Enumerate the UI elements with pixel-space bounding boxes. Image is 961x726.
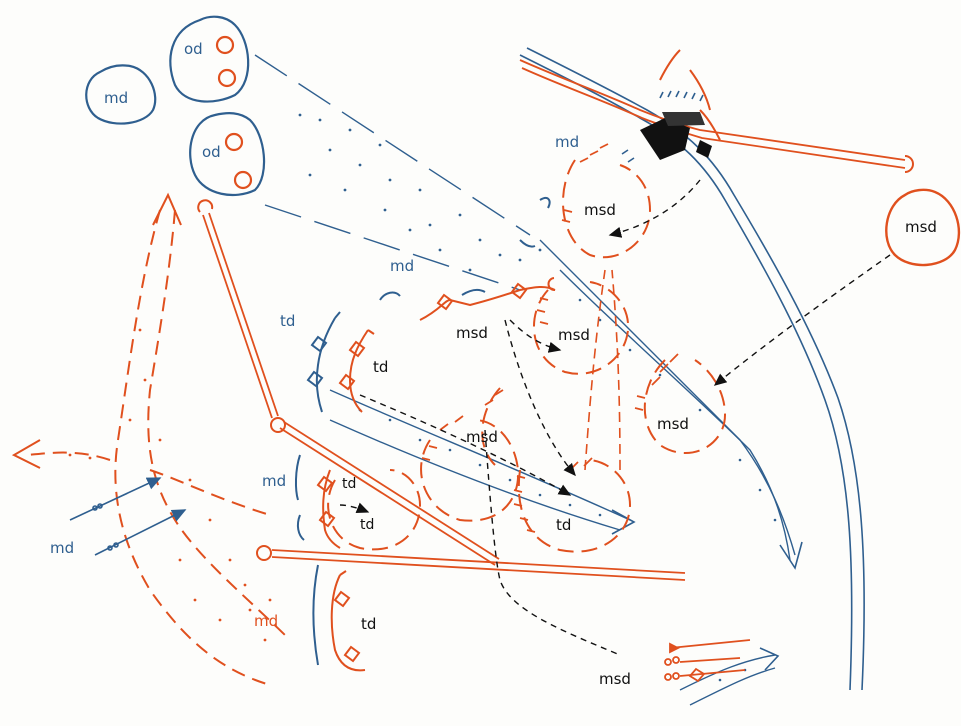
msd-positions — [328, 160, 725, 552]
left-arrow-heads — [14, 195, 181, 468]
label-md-center: md — [390, 257, 414, 275]
td-red-position-upper — [340, 330, 374, 412]
label-td-upper-blue: td — [280, 312, 295, 330]
left-flank-arrow — [28, 210, 290, 685]
blue-arrow-dots — [359, 299, 777, 682]
label-td-bottom-left: td — [361, 615, 376, 633]
label-td-upper-red: td — [373, 358, 388, 376]
black-movement-arrows — [340, 180, 890, 655]
label-msd-right: msd — [905, 218, 937, 236]
village-block — [640, 50, 720, 160]
label-msd-right-mid: msd — [657, 415, 689, 433]
od-unit-top — [170, 17, 248, 102]
label-od-mid: od — [202, 143, 221, 161]
left-arrow-dots — [69, 329, 272, 642]
label-md-bottom: md — [254, 612, 278, 630]
label-od-top: od — [184, 40, 203, 58]
label-msd-center-left: msd — [456, 324, 488, 342]
blue-attack-arrows — [330, 240, 795, 705]
road — [520, 60, 905, 168]
label-msd-center-low: msd — [466, 428, 498, 446]
msd-bottom-arrows — [665, 640, 750, 681]
phase-lines — [203, 213, 685, 580]
label-td-mid-2: td — [360, 517, 374, 533]
label-md-left-low: md — [50, 539, 74, 557]
label-td-mid-1: td — [342, 476, 356, 492]
label-msd-upper: msd — [584, 201, 616, 219]
approach-lines — [255, 55, 530, 290]
label-td-bottom-center: td — [556, 516, 571, 534]
label-msd-bottom: msd — [599, 670, 631, 688]
road-end-cap — [905, 156, 913, 172]
label-msd-center-right: msd — [558, 326, 590, 344]
map-labels: od od md md md md md md td td td td td t… — [50, 40, 937, 688]
label-md-left-mid: md — [262, 472, 286, 490]
approach-dots — [299, 114, 542, 272]
label-md-top-left: md — [104, 89, 128, 107]
label-md-near-crossing: md — [555, 133, 579, 151]
blue-arrow-heads — [612, 510, 802, 670]
td-red-position-bottom — [332, 571, 365, 670]
td-blue-position — [308, 312, 340, 412]
